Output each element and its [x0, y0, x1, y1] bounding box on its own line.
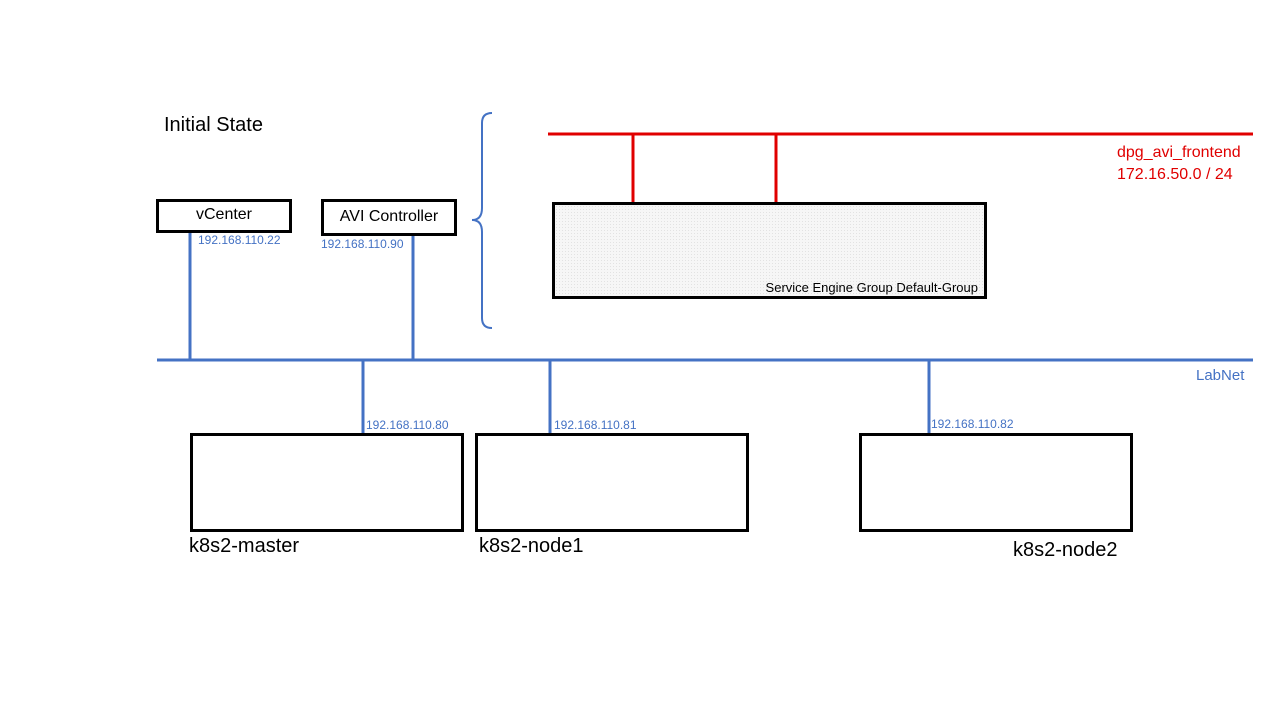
- avi-controller-label: AVI Controller: [339, 208, 439, 225]
- service-engine-group-box: Service Engine Group Default-Group: [552, 202, 987, 299]
- frontend-network-subnet: 172.16.50.0 / 24: [1117, 166, 1233, 183]
- diagram-title: Initial State: [164, 114, 263, 136]
- k8s2-master-ip: 192.168.110.80: [366, 418, 449, 432]
- avi-controller-box: AVI Controller: [321, 199, 457, 236]
- vcenter-label: vCenter: [195, 206, 253, 223]
- k8s2-node2-label: k8s2-node2: [1013, 539, 1118, 561]
- k8s2-node1-label: k8s2-node1: [479, 535, 584, 557]
- vcenter-ip: 192.168.110.22: [198, 233, 281, 247]
- avi-controller-ip: 192.168.110.90: [321, 237, 404, 251]
- k8s2-master-label: k8s2-master: [189, 535, 300, 557]
- k8s2-node1-ip: 192.168.110.81: [554, 418, 637, 432]
- frontend-network-name: dpg_avi_frontend: [1117, 144, 1241, 161]
- k8s2-master-box: [190, 433, 464, 532]
- labnet-label: LabNet: [1196, 367, 1245, 384]
- curly-brace: [471, 112, 493, 329]
- k8s2-node1-box: [475, 433, 749, 532]
- vcenter-box: vCenter: [156, 199, 292, 233]
- k8s2-node2-box: [859, 433, 1133, 532]
- service-engine-group-label: Service Engine Group Default-Group: [765, 280, 978, 295]
- k8s2-node2-ip: 192.168.110.82: [931, 417, 1014, 431]
